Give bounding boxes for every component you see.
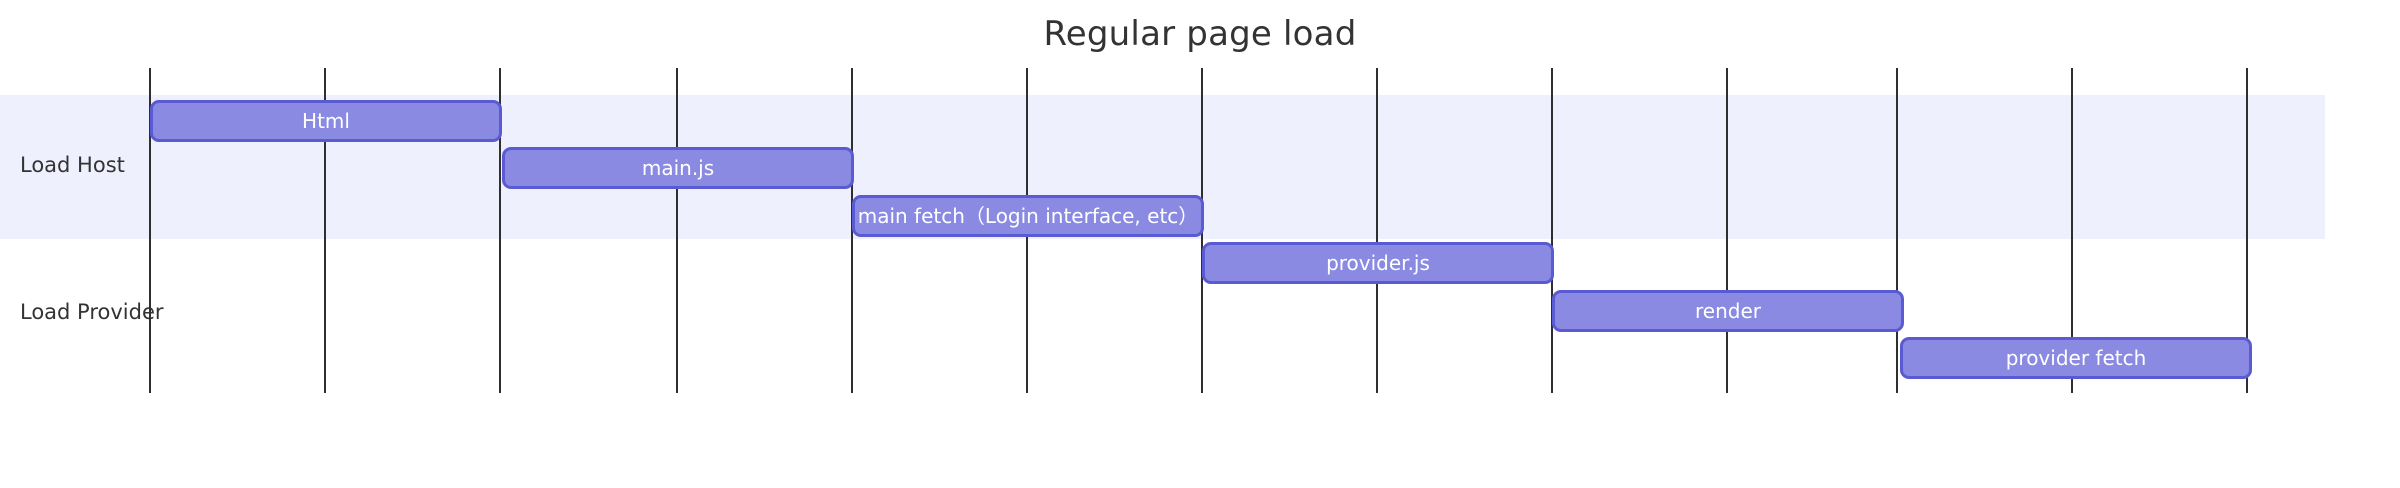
bar-render[interactable]: render (1552, 290, 1904, 332)
bar-label-provider-js: provider.js (1326, 251, 1430, 275)
gridline-11 (2071, 68, 2073, 393)
row-label-load-provider: Load Provider (20, 300, 164, 324)
gridline-9 (1726, 68, 1728, 393)
gridline-8 (1551, 68, 1553, 393)
gridline-2 (499, 68, 501, 393)
bar-provider-fetch[interactable]: provider fetch (1900, 337, 2252, 379)
bar-main-fetch[interactable]: main fetch（Login interface, etc） (852, 195, 1204, 237)
bar-label-html: Html (302, 109, 350, 133)
gridline-10 (1896, 68, 1898, 393)
gridline-3 (676, 68, 678, 393)
bar-label-render: render (1695, 299, 1761, 323)
bar-label-main-js: main.js (641, 156, 715, 180)
gridline-12 (2246, 68, 2248, 393)
row-label-load-host: Load Host (20, 153, 125, 177)
bar-label-provider-fetch: provider fetch (2005, 346, 2147, 370)
bar-provider-js[interactable]: provider.js (1202, 242, 1554, 284)
gridline-7 (1376, 68, 1378, 393)
gridline-0 (149, 68, 151, 393)
bar-html[interactable]: Html (150, 100, 502, 142)
bar-main-js[interactable]: main.js (502, 147, 854, 189)
gridline-1 (324, 68, 326, 393)
bar-label-main-fetch: main fetch（Login interface, etc） (857, 204, 1199, 228)
chart-title: Regular page load (1043, 14, 1357, 54)
